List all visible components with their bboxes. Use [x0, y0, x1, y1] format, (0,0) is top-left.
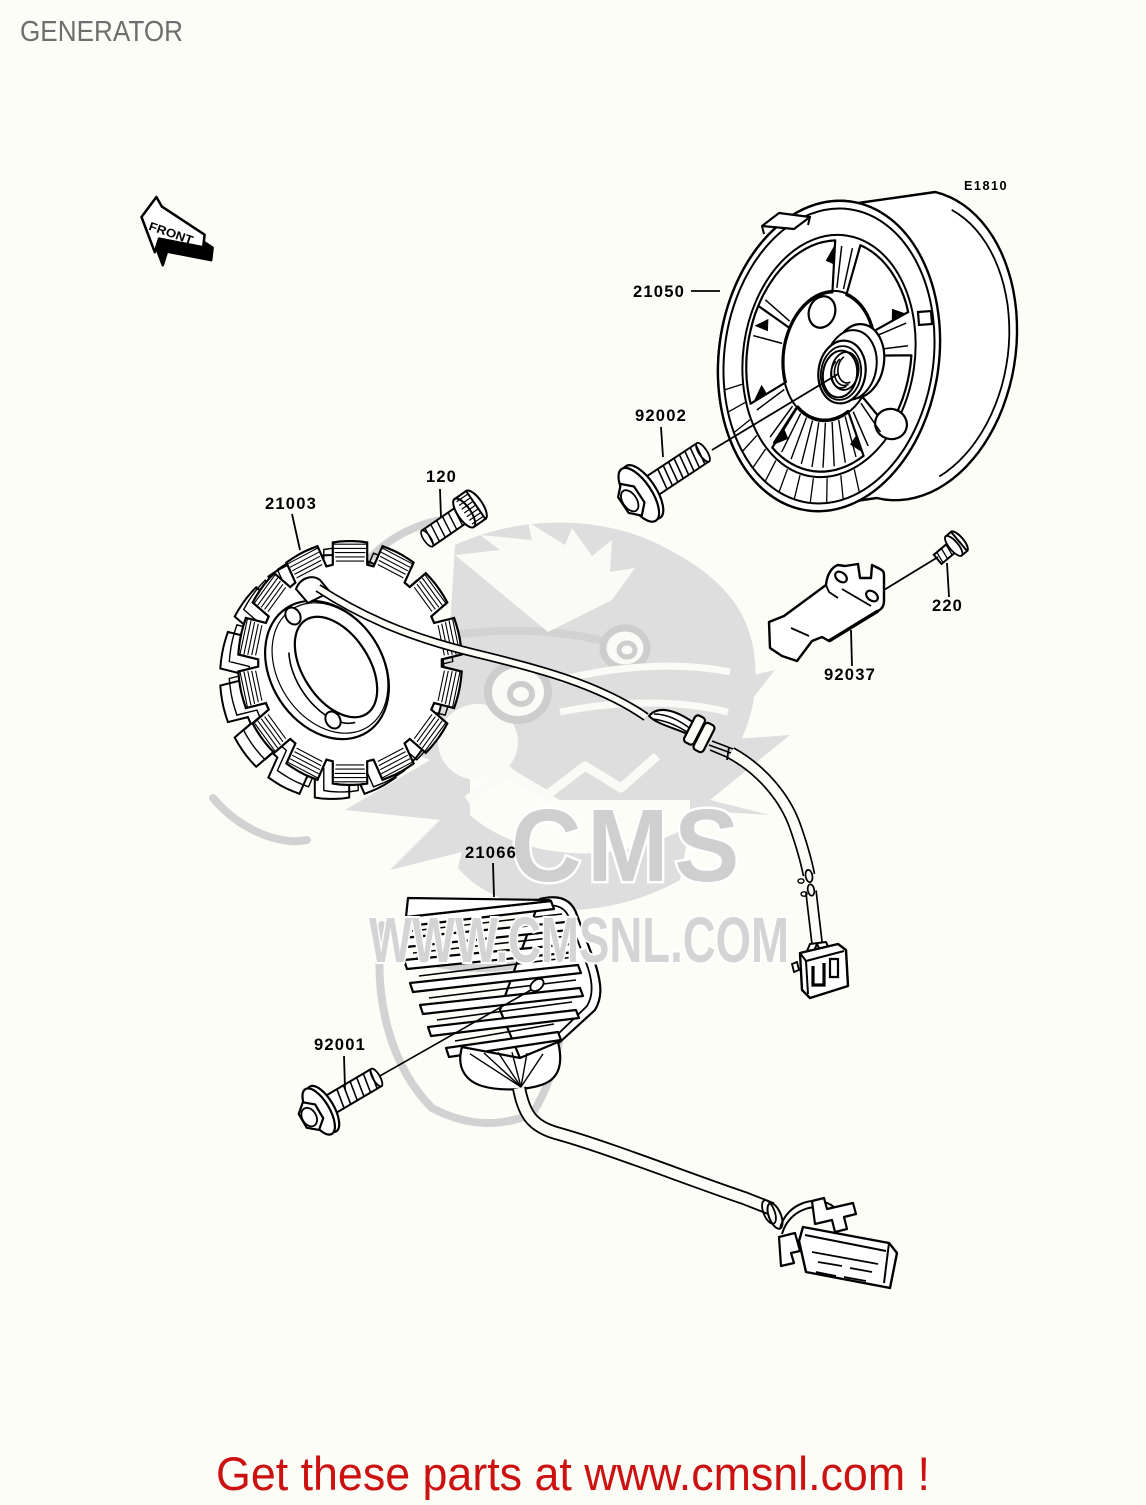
svg-text:E1810: E1810 [964, 178, 1008, 193]
svg-text:92002: 92002 [635, 406, 687, 425]
svg-text:92037: 92037 [824, 665, 876, 684]
svg-text:Get these parts at www.cmsnl.c: Get these parts at www.cmsnl.com ! [216, 1447, 930, 1500]
svg-text:21066: 21066 [465, 843, 517, 862]
svg-text:GENERATOR: GENERATOR [20, 16, 183, 48]
svg-text:21003: 21003 [265, 494, 317, 513]
svg-text:CMS: CMS [511, 788, 745, 903]
svg-text:220: 220 [932, 596, 963, 615]
svg-text:120: 120 [426, 467, 457, 486]
svg-text:92001: 92001 [314, 1035, 366, 1054]
svg-text:21050: 21050 [633, 282, 685, 301]
svg-text:WWW.CMSNL.COM: WWW.CMSNL.COM [369, 904, 789, 976]
